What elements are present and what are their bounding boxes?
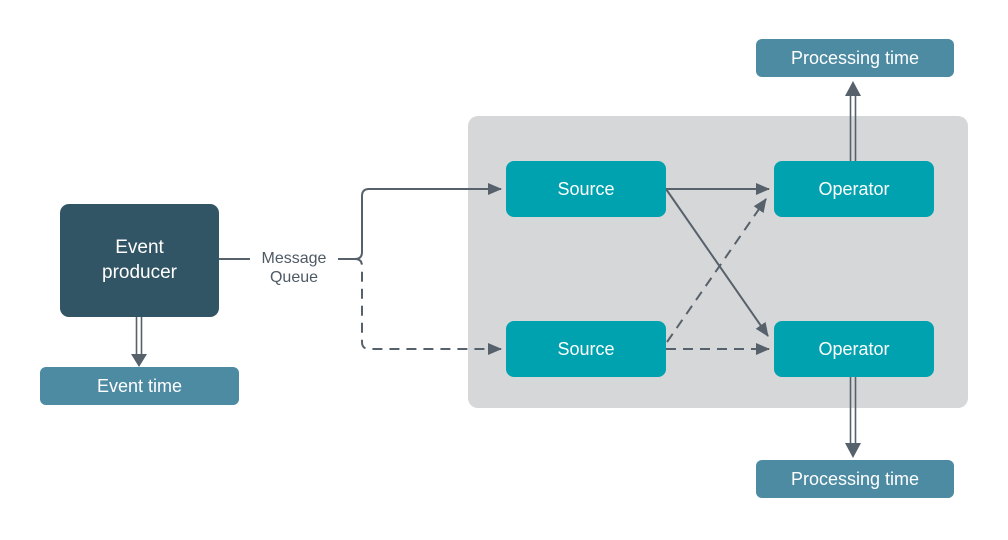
source-bottom-label: Source [557, 338, 615, 359]
processing-time-top-label: Processing time [790, 47, 920, 68]
event-producer-node: Event producer [60, 204, 219, 317]
operator-top-node: Operator [774, 161, 934, 217]
event-producer-label: Event producer [102, 236, 177, 283]
event-time-label: Event time [96, 375, 183, 396]
source-top-label: Source [557, 178, 615, 199]
processing-time-bottom-label: Processing time [790, 468, 920, 489]
edge-producer-to-event-time [131, 317, 147, 367]
event-time-badge: Event time [40, 367, 239, 405]
source-bottom-node: Source [506, 321, 666, 377]
message-queue-label: Message Queue [250, 248, 338, 289]
operator-bottom-label: Operator [818, 338, 890, 359]
processing-time-top-badge: Processing time [756, 39, 954, 77]
processing-time-bottom-badge: Processing time [756, 460, 954, 498]
source-top-node: Source [506, 161, 666, 217]
operator-top-label: Operator [818, 178, 890, 199]
operator-bottom-node: Operator [774, 321, 934, 377]
